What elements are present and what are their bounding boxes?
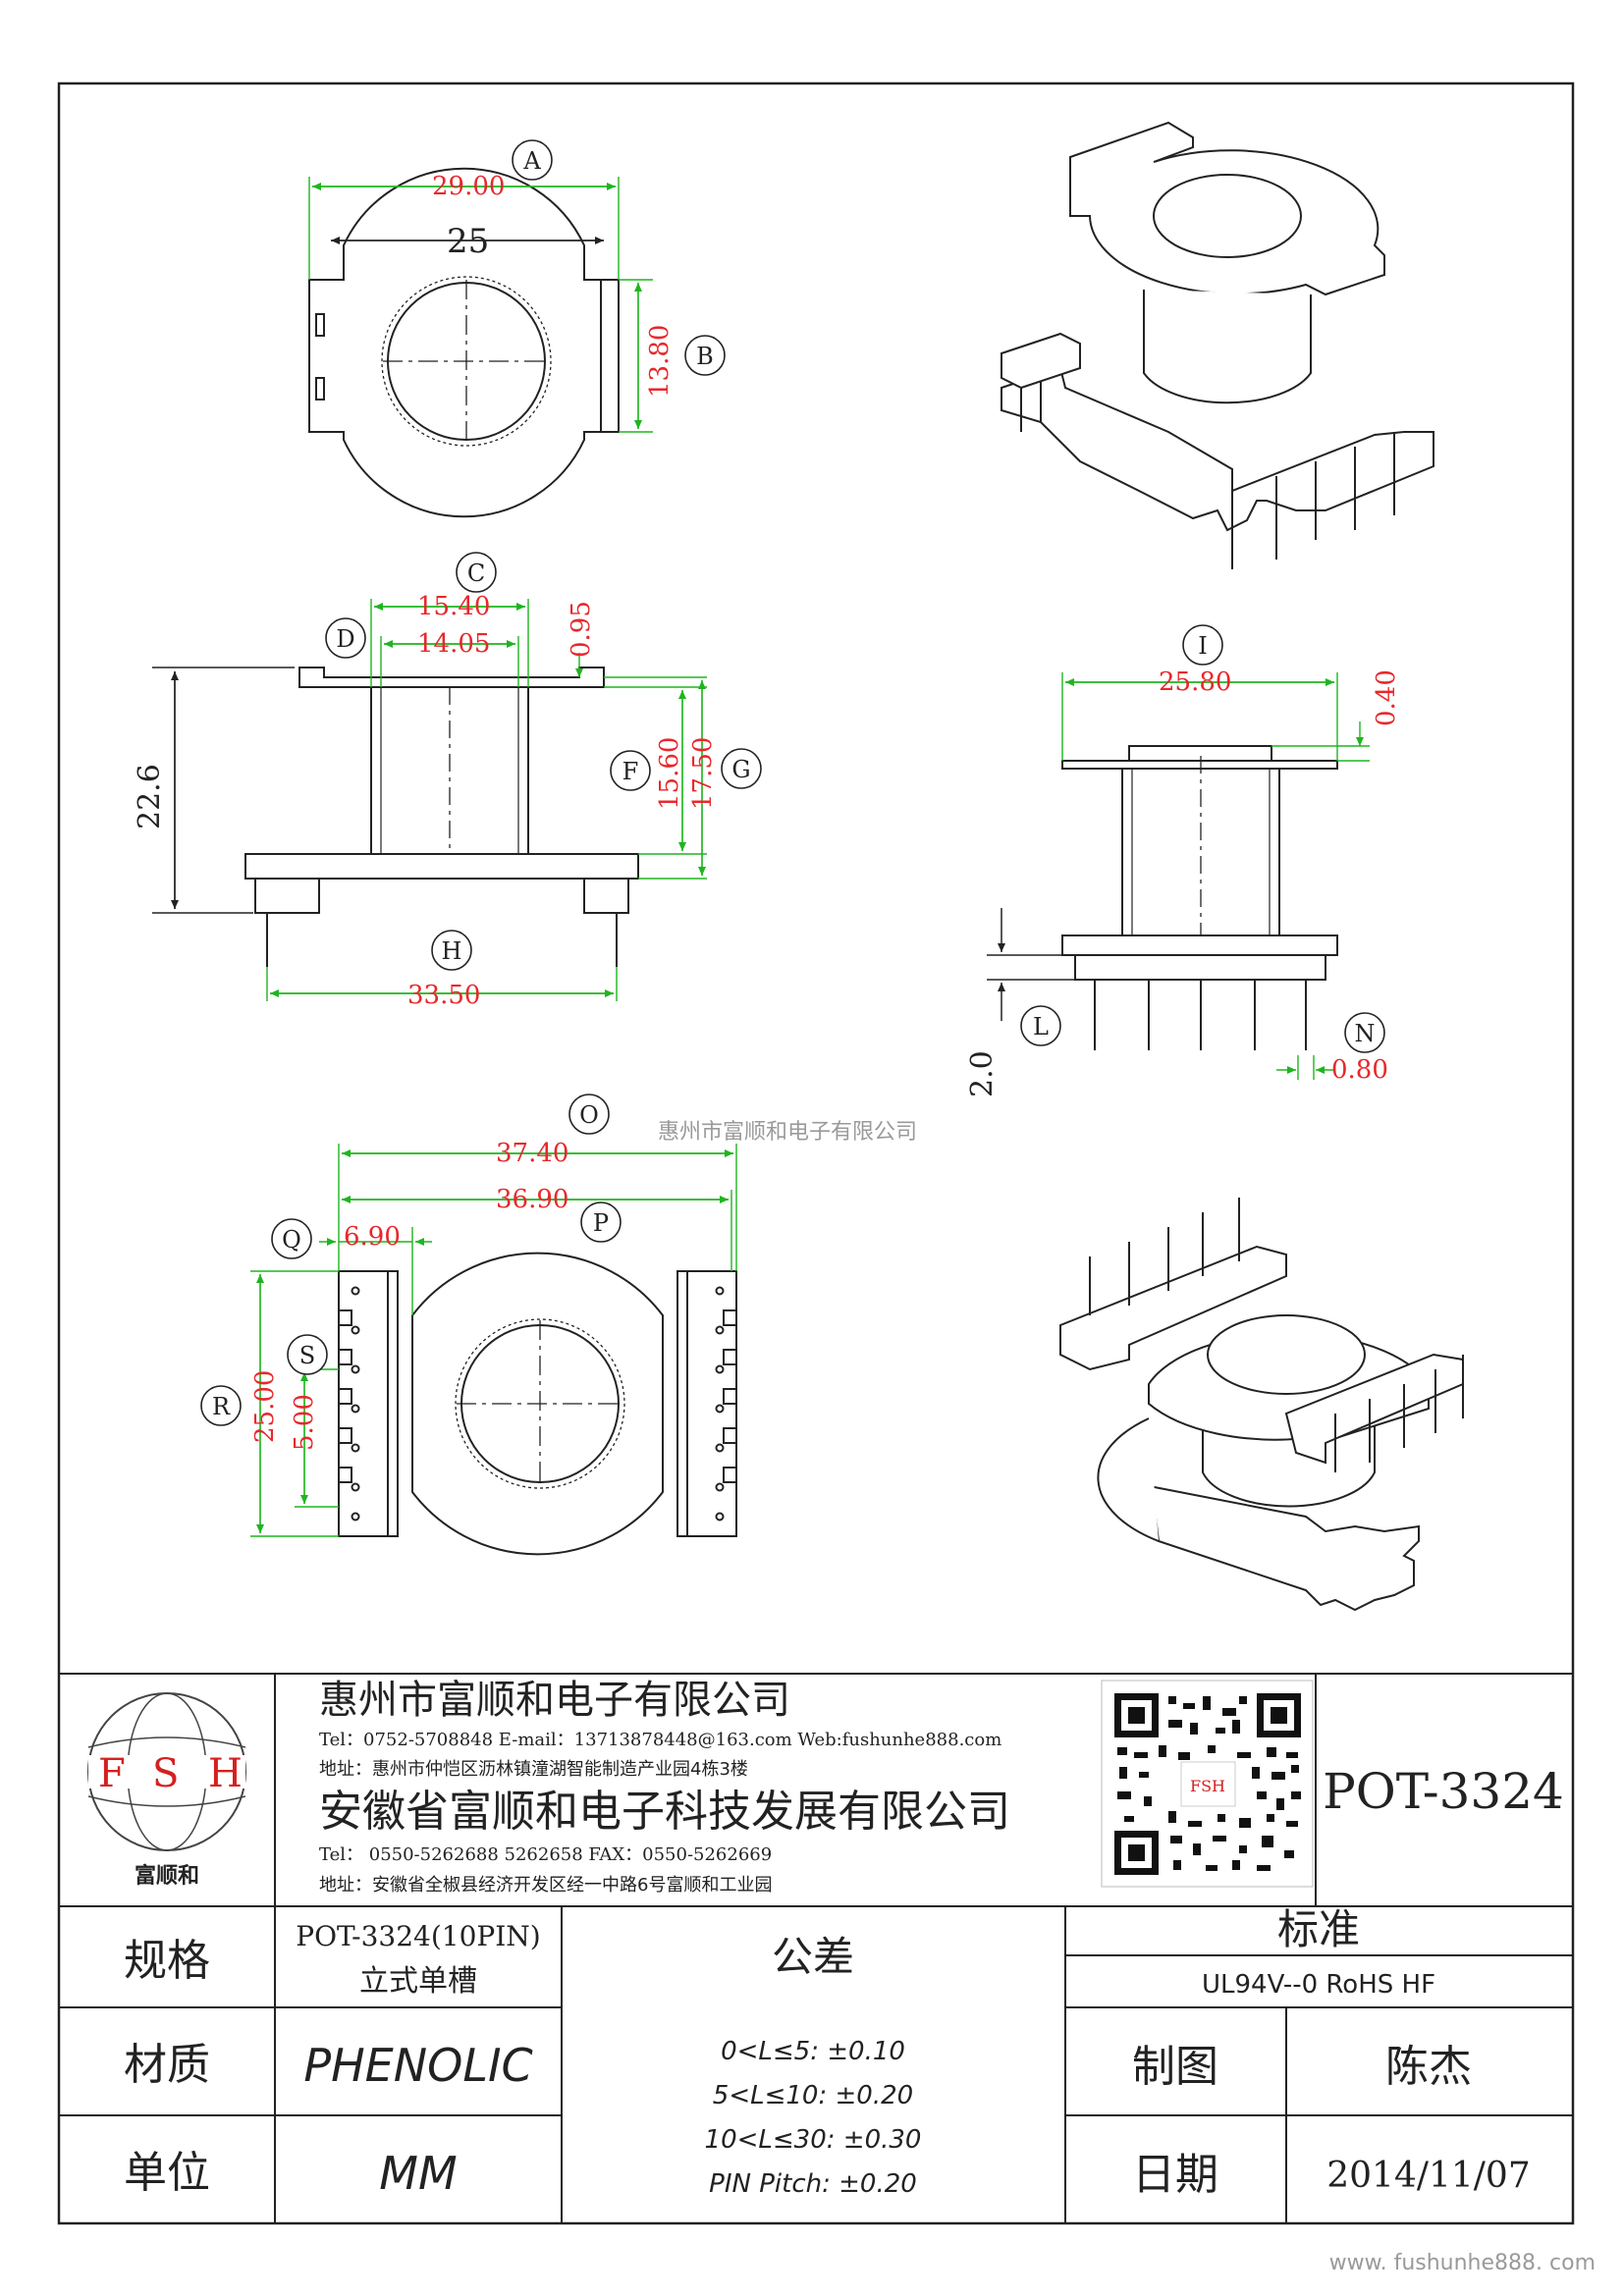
dim-b-value: 13.80: [645, 325, 675, 398]
dim-o-label: O: [579, 1101, 599, 1129]
dim-h-value: 33.50: [407, 981, 480, 1010]
tolerance-line-1: 0<L≤5: ±0.10: [721, 2037, 905, 2066]
dim-l-label: L: [1033, 1013, 1049, 1041]
qr-logo-caption: FSH: [1190, 1777, 1225, 1795]
company-address-2: 地址：安徽省全椒县经济开发区经一中路6号富顺和工业园: [319, 1875, 772, 1896]
dim-q-label: Q: [282, 1226, 301, 1254]
sheet-border: [57, 81, 1575, 2225]
dim-s-value: 5.00: [290, 1394, 319, 1451]
dim-d-label: D: [336, 625, 354, 653]
standard-label: 标准: [1277, 1905, 1360, 1953]
top-view-dims: [308, 177, 653, 433]
dim-i-label: I: [1198, 632, 1207, 660]
company-logo: F S H 富顺和: [87, 1692, 246, 1889]
company-name-2: 安徽省富顺和电子科技发展有限公司: [319, 1787, 1010, 1837]
iso-view-top: [1001, 121, 1434, 569]
dim-l-value: 2.0: [965, 1050, 1000, 1097]
footer-url: www. fushunhe888. com: [1329, 2251, 1596, 2275]
top-view: [308, 167, 620, 518]
tolerance-label: 公差: [772, 1933, 854, 1981]
drawn-label: 制图: [1132, 2042, 1218, 2092]
title-block-grid: [59, 1673, 1573, 2223]
company-address-1: 地址：惠州市仲恺区沥林镇潼湖智能制造产业园4栋3楼: [319, 1759, 748, 1780]
dim-n-value: 0.80: [1331, 1055, 1388, 1085]
qr-code: FSH: [1101, 1680, 1314, 1888]
dim-f-value: 15.60: [655, 737, 684, 810]
dim-q-value: 6.90: [344, 1222, 401, 1252]
watermark-text: 惠州市富顺和电子有限公司: [658, 1120, 917, 1145]
spec-value-2: 立式单槽: [359, 1964, 477, 1999]
dim-f-label: F: [622, 758, 639, 785]
spec-value-1: POT-3324(10PIN): [296, 1920, 540, 1952]
date-value: 2014/11/07: [1326, 2156, 1531, 2196]
company-name-1: 惠州市富顺和电子有限公司: [319, 1678, 790, 1723]
material-value: PHENOLIC: [303, 2039, 532, 2092]
drawn-value: 陈杰: [1385, 2042, 1472, 2092]
bottom-view-dims: [250, 1144, 737, 1537]
dim-inner-25: 25: [447, 222, 489, 261]
dim-c-value2: 14.05: [417, 629, 490, 659]
dim-d-value: 0.95: [567, 601, 596, 658]
company-contact-2: Tel： 0550-5262688 5262658 FAX：0550-52626…: [319, 1844, 772, 1865]
front-view: [1061, 745, 1338, 1050]
dim-i-value: 25.80: [1159, 667, 1231, 697]
tolerance-line-4: PIN Pitch: ±0.20: [709, 2169, 917, 2199]
unit-label: 单位: [124, 2148, 210, 2198]
dim-a-label: A: [522, 147, 541, 175]
dim-o-value: 37.40: [496, 1139, 568, 1168]
dim-h-label: H: [442, 937, 462, 965]
unit-value: MM: [379, 2147, 457, 2200]
bottom-view: [338, 1252, 737, 1556]
iso-view-bottom: [1059, 1198, 1464, 1612]
front-view-dims: [1061, 672, 1370, 1080]
dim-p-label: P: [593, 1209, 609, 1237]
standard-value: UL94V--0 RoHS HF: [1202, 1970, 1435, 2000]
dim-s-label: S: [299, 1342, 315, 1369]
dim-i-value2: 0.40: [1372, 669, 1401, 726]
dim-b-label: B: [696, 343, 714, 370]
material-label: 材质: [124, 2040, 210, 2090]
logo-name: 富顺和: [135, 1863, 199, 1889]
logo-letter-s: S: [152, 1751, 179, 1796]
dim-g-label: G: [731, 756, 750, 783]
dim-c-value: 15.40: [417, 592, 490, 621]
part-number: POT-3324: [1323, 1763, 1564, 1820]
tolerance-line-3: 10<L≤30: ±0.30: [705, 2125, 922, 2155]
dim-r-label: R: [212, 1393, 231, 1420]
tolerance-line-2: 5<L≤10: ±0.20: [713, 2081, 913, 2110]
date-label: 日期: [1132, 2150, 1218, 2200]
side-view: [244, 667, 639, 967]
dim-n-label: N: [1355, 1020, 1376, 1047]
logo-letter-h: H: [208, 1751, 243, 1796]
company-contact-1: Tel：0752-5708848 E-mail：13713878448@163.…: [319, 1730, 1001, 1750]
dim-c-label: C: [467, 560, 485, 587]
logo-letter-f: F: [98, 1751, 126, 1796]
spec-label: 规格: [124, 1936, 210, 1986]
dim-a-value: 29.00: [432, 172, 505, 201]
side-view-dims: [266, 599, 707, 1001]
dim-height-value: 22.6: [133, 764, 167, 829]
dim-r-value: 25.00: [250, 1370, 280, 1443]
dim-p-value: 36.90: [496, 1185, 568, 1214]
dim-g-value: 17.50: [688, 737, 718, 810]
